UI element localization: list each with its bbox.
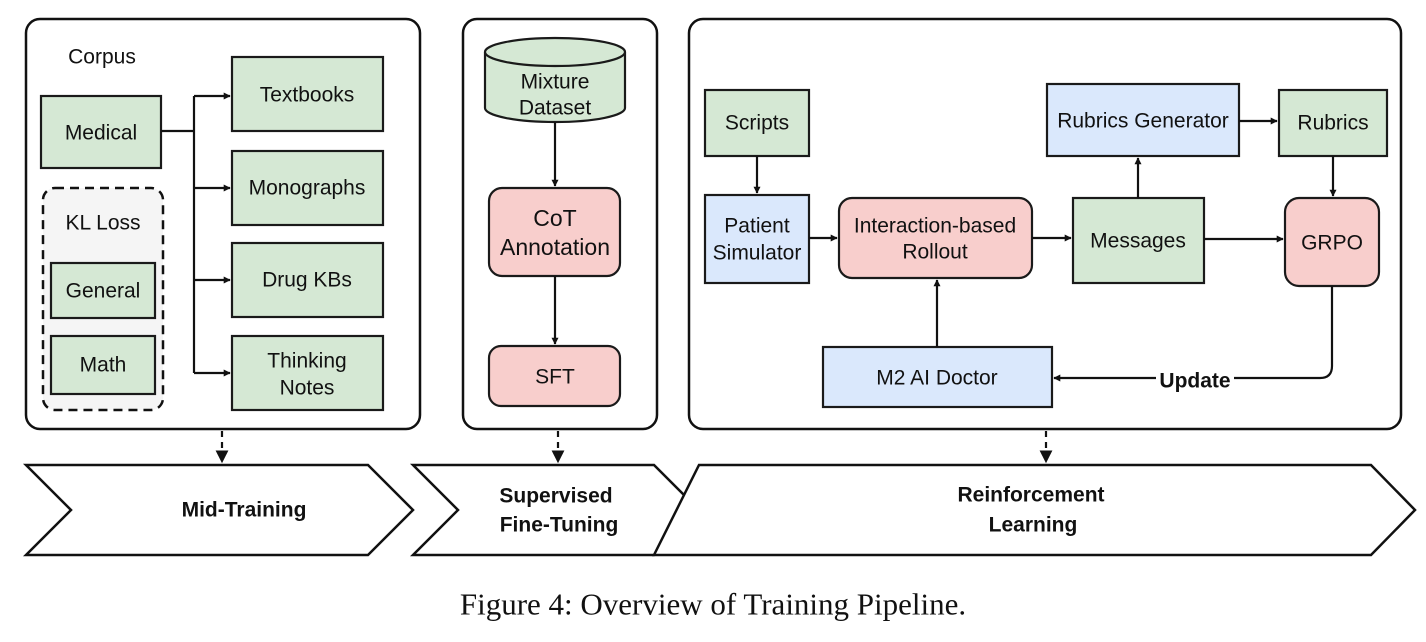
- mixture-dataset-line-1: Mixture: [521, 71, 590, 94]
- monographs-node: Monographs: [230, 149, 385, 227]
- edge-grpo-update-doctor: [1053, 286, 1334, 382]
- mid-training-stage: [22, 463, 415, 557]
- sft-stage: [409, 463, 701, 557]
- scripts-label: Scripts: [725, 112, 789, 135]
- sft-label: SFT: [535, 366, 575, 389]
- thinking-notes-node: Thinking Notes: [230, 334, 385, 412]
- textbooks-node: Textbooks: [230, 55, 385, 133]
- figure-caption: Figure 4: Overview of Training Pipeline.: [460, 587, 966, 622]
- cot-annotation-node: CoT Annotation: [487, 186, 622, 278]
- monographs-label: Monographs: [249, 177, 366, 200]
- sft-stage-line-1: Supervised: [499, 485, 612, 508]
- drug-kbs-label: Drug KBs: [262, 269, 352, 292]
- interaction-rollout-line-2: Rollout: [902, 241, 968, 264]
- rubrics-node: Rubrics: [1277, 88, 1389, 158]
- grpo-label: GRPO: [1301, 232, 1363, 255]
- m2-ai-doctor-node: M2 AI Doctor: [821, 345, 1054, 409]
- drug-kbs-node: Drug KBs: [230, 241, 385, 319]
- messages-node: Messages: [1071, 196, 1206, 285]
- patient-simulator-node: Patient Simulator: [703, 193, 811, 285]
- medical-label: Medical: [65, 122, 137, 145]
- rubrics-label: Rubrics: [1297, 112, 1368, 135]
- m2-ai-doctor-label: M2 AI Doctor: [876, 367, 997, 390]
- rubrics-generator-label: Rubrics Generator: [1057, 110, 1229, 133]
- rl-stage-line-1: Reinforcement: [957, 484, 1104, 507]
- rl-stage-line-2: Learning: [989, 514, 1078, 537]
- kl-loss-label: KL Loss: [65, 212, 140, 235]
- thinking-notes-line-1: Thinking: [267, 350, 346, 373]
- thinking-notes-line-2: Notes: [280, 377, 335, 400]
- patient-simulator-line-1: Patient: [724, 215, 790, 238]
- cot-annotation-line-1: CoT: [533, 205, 576, 231]
- math-label: Math: [80, 354, 127, 377]
- rl-stage: [651, 463, 1417, 557]
- update-label-background: [1156, 368, 1234, 392]
- update-label: Update: [1159, 370, 1230, 393]
- interaction-rollout-node: Interaction-based Rollout: [837, 196, 1034, 280]
- messages-label: Messages: [1090, 230, 1186, 253]
- mixture-dataset-node: Mixture Dataset: [483, 36, 627, 124]
- medical-node: Medical: [39, 94, 163, 170]
- cot-annotation-line-2: Annotation: [500, 234, 610, 260]
- sft-stage-line-2: Fine-Tuning: [500, 514, 619, 537]
- general-label: General: [66, 280, 141, 303]
- textbooks-label: Textbooks: [260, 84, 355, 107]
- mixture-dataset-line-2: Dataset: [519, 97, 592, 120]
- interaction-rollout-line-1: Interaction-based: [854, 215, 1016, 238]
- corpus-label: Corpus: [68, 46, 136, 69]
- rubrics-generator-node: Rubrics Generator: [1045, 82, 1241, 158]
- sft-node: SFT: [487, 344, 622, 408]
- mid-training-stage-label: Mid-Training: [182, 499, 307, 522]
- grpo-node: GRPO: [1283, 196, 1381, 288]
- scripts-node: Scripts: [703, 88, 811, 158]
- math-node: Math: [49, 334, 157, 396]
- patient-simulator-line-2: Simulator: [713, 242, 802, 265]
- general-node: General: [49, 261, 157, 320]
